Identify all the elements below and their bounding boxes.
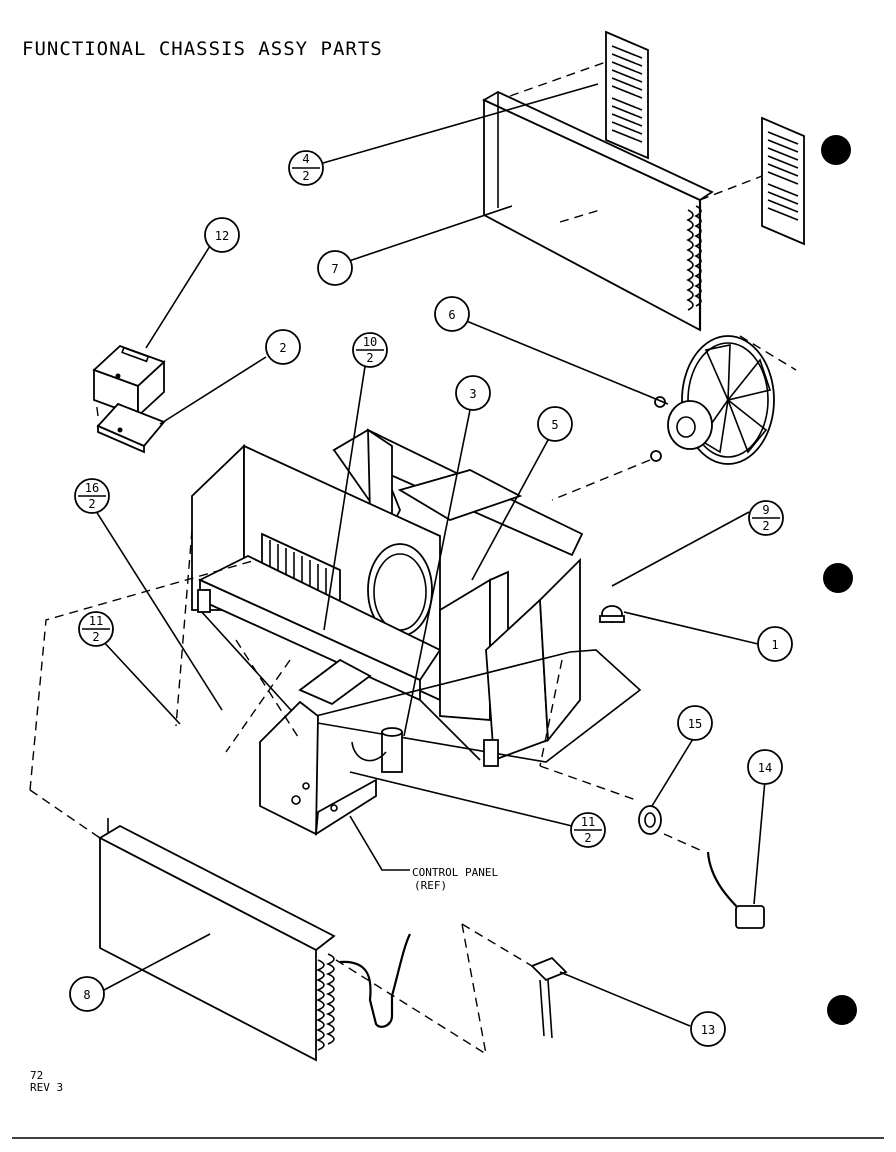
page-title: FUNCTIONAL CHASSIS ASSY PARTS xyxy=(22,38,383,60)
svg-text:6: 6 xyxy=(448,308,455,322)
svg-text:2: 2 xyxy=(88,497,95,511)
grommet xyxy=(638,805,662,835)
control-panel-ref xyxy=(259,658,377,836)
svg-text:2: 2 xyxy=(762,519,769,533)
revision-label: REV 3 xyxy=(30,1081,64,1094)
punch-hole-top xyxy=(821,135,851,165)
evaporator-coil xyxy=(98,818,411,1062)
louver-grille-left xyxy=(605,30,649,160)
svg-text:11: 11 xyxy=(89,614,103,628)
callout-10-2: 10 2 xyxy=(352,332,388,368)
svg-text:9: 9 xyxy=(762,503,769,517)
svg-text:15: 15 xyxy=(688,717,702,731)
callout-11-2-right: 11 2 xyxy=(570,812,606,848)
callout-15: 15 xyxy=(677,705,713,741)
callout-14: 14 xyxy=(747,749,783,785)
callout-6: 6 xyxy=(434,296,470,332)
svg-text:1: 1 xyxy=(771,638,778,652)
svg-text:11: 11 xyxy=(581,815,595,829)
callout-11-2-left: 11 2 xyxy=(78,611,114,647)
control-box xyxy=(92,344,166,454)
callout-8: 8 xyxy=(69,976,105,1012)
svg-text:2: 2 xyxy=(302,169,309,183)
condenser-coil xyxy=(482,90,714,332)
thermostat-switch xyxy=(599,605,625,623)
svg-text:10: 10 xyxy=(363,335,377,349)
svg-text:2: 2 xyxy=(584,831,591,845)
svg-text:14: 14 xyxy=(758,761,772,775)
punch-hole-middle xyxy=(823,563,853,593)
callout-7: 7 xyxy=(317,250,353,286)
callout-16-2: 16 2 xyxy=(74,478,110,514)
callout-4-2: 4 2 xyxy=(288,150,324,186)
callout-9-2: 9 2 xyxy=(748,500,784,536)
chassis-base xyxy=(191,428,642,767)
power-cord xyxy=(706,851,765,929)
louver-grille-right xyxy=(761,116,805,246)
svg-text:2: 2 xyxy=(279,341,286,355)
callout-3: 3 xyxy=(455,375,491,411)
callout-12: 12 xyxy=(204,217,240,253)
svg-text:3: 3 xyxy=(469,387,476,401)
capacitor xyxy=(381,727,403,773)
svg-text:8: 8 xyxy=(83,988,90,1002)
callout-2: 2 xyxy=(265,329,301,365)
svg-text:4: 4 xyxy=(302,152,309,166)
page-number: 72 xyxy=(30,1069,44,1082)
callout-13: 13 xyxy=(690,1011,726,1047)
svg-text:2: 2 xyxy=(366,351,373,365)
punch-hole-bottom xyxy=(827,995,857,1025)
callout-1: 1 xyxy=(757,626,793,662)
svg-text:7: 7 xyxy=(331,262,338,276)
relay xyxy=(530,956,568,1039)
control-panel-ref-label: (REF) xyxy=(414,879,447,892)
condenser-fan xyxy=(650,335,775,465)
control-panel-label: CONTROL PANEL xyxy=(412,866,498,879)
callout-5: 5 xyxy=(537,406,573,442)
svg-text:16: 16 xyxy=(85,481,99,495)
svg-text:5: 5 xyxy=(551,418,558,432)
svg-text:13: 13 xyxy=(701,1023,715,1037)
svg-text:12: 12 xyxy=(215,229,229,243)
svg-text:2: 2 xyxy=(92,630,99,644)
